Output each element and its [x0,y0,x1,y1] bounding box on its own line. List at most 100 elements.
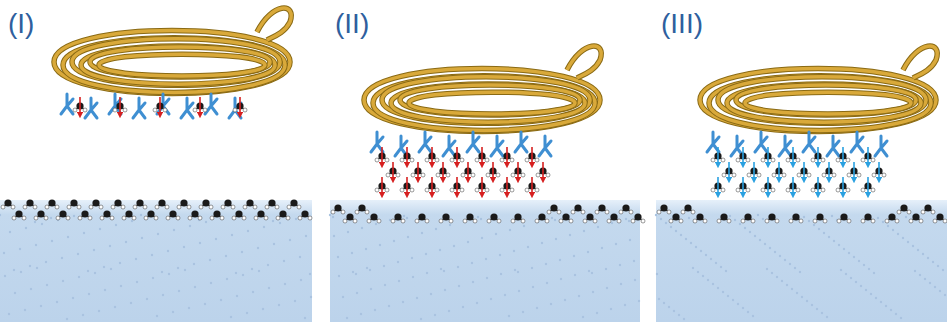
water-texture [821,312,823,314]
panel-label: (II) [335,10,369,38]
water-texture [167,250,169,252]
water-texture [421,232,423,234]
water-texture [272,220,274,222]
water-molecule [765,213,779,223]
water-texture [619,264,621,266]
water-texture [855,281,857,283]
water-molecule [177,199,191,209]
water-texture [907,241,909,243]
water-texture [110,268,112,270]
water-texture [279,222,281,224]
water-texture [766,268,768,270]
water-texture [774,251,776,253]
water-texture [744,227,746,229]
water-texture [838,244,840,246]
water-molecule [461,162,475,180]
water-texture [140,214,142,216]
water-texture [816,308,818,310]
water-molecule [199,199,213,209]
water-molecule [813,213,827,223]
water-texture [791,288,793,290]
water-molecule [836,177,850,195]
water-texture [799,271,801,273]
water-texture [776,276,778,278]
water-molecule [233,97,247,115]
protein-ribbon [364,46,601,131]
water-texture [220,299,222,301]
water-texture [863,264,865,266]
water-texture [605,268,607,270]
water-texture [784,259,786,261]
water-texture [120,285,122,287]
water-texture [663,302,665,304]
water-molecule [921,204,935,214]
water-texture [444,289,446,291]
water-texture [670,226,672,228]
water-texture [794,267,796,269]
water-texture [82,314,84,316]
water-texture [50,217,52,219]
water-texture [13,269,15,271]
water-texture [407,236,409,238]
water-texture [573,255,575,257]
water-texture [752,315,754,317]
water-texture [939,290,941,292]
water-texture [251,268,253,270]
water-texture [457,266,459,268]
water-texture [209,259,211,261]
water-molecule [122,210,136,220]
water-texture [62,280,64,282]
water-texture [305,235,307,237]
water-texture [173,229,175,231]
water-texture [194,286,196,288]
water-molecule [711,177,725,195]
water-texture [688,217,690,219]
water-molecule [386,162,400,180]
water-texture [472,281,474,283]
water-texture [695,246,697,248]
water-molecule [681,204,695,214]
water-texture [448,310,450,312]
water-bulk [330,200,640,322]
water-texture [300,279,302,281]
water-texture [504,294,506,296]
water-molecule [583,213,597,223]
water-texture [172,311,174,313]
water-texture [20,271,22,273]
water-texture [937,265,939,267]
water-texture [440,268,442,270]
water-texture [826,316,828,318]
water-texture [481,237,483,239]
water-texture [722,291,724,293]
water-texture [41,223,43,225]
water-texture [199,242,201,244]
water-texture [210,282,212,284]
water-texture [193,263,195,265]
water-texture [246,312,248,314]
water-texture [673,310,675,312]
water-molecule [331,204,345,214]
water-texture [375,223,377,225]
water-texture [508,315,510,317]
water-molecule [89,199,103,209]
water-texture [545,263,547,265]
water-molecule [73,97,87,115]
water-texture [811,304,813,306]
water-texture [882,221,884,223]
water-molecule [67,199,81,209]
water-texture [942,269,944,271]
water-texture [34,221,36,223]
water-molecule [525,177,539,195]
water-texture [56,301,58,303]
water-molecule [693,213,707,223]
water-texture [449,224,451,226]
water-molecule [861,213,875,223]
water-texture [412,276,414,278]
water-texture [523,225,525,227]
water-texture [732,299,734,301]
water-texture [87,270,89,272]
water-molecule [933,213,947,223]
water-texture [610,308,612,310]
water-texture [51,240,53,242]
